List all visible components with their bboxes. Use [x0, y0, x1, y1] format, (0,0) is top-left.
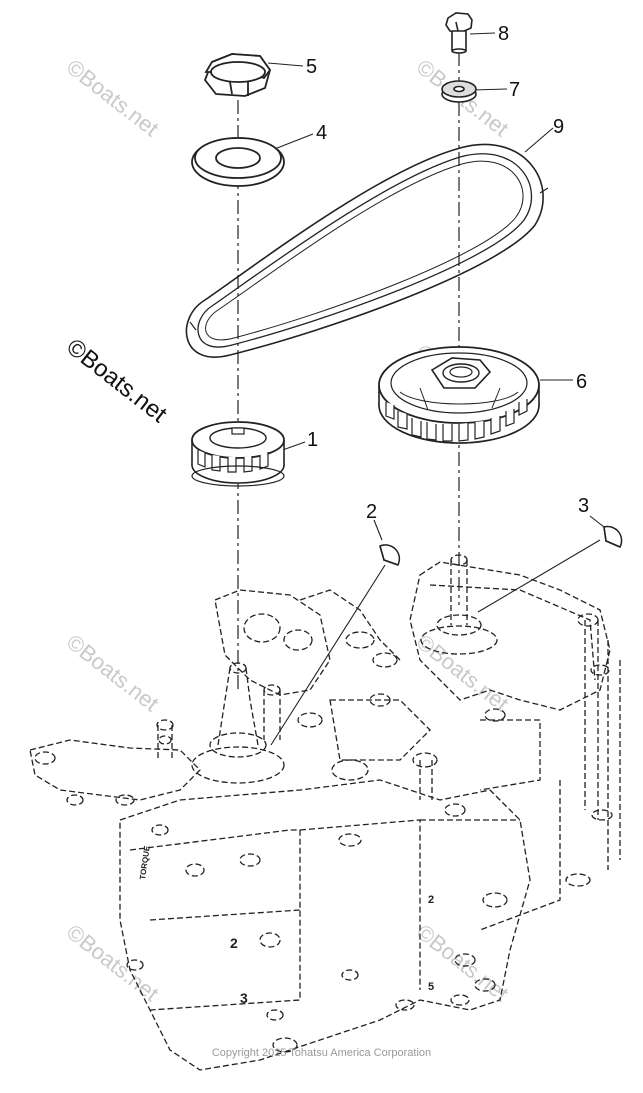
block-number-3: 3 [240, 990, 248, 1006]
callout-7: 7 [509, 79, 520, 101]
callout-8: 8 [498, 23, 509, 45]
engine-block [29, 554, 621, 1071]
center-lines [237, 52, 460, 690]
block-number-2: 2 [230, 935, 238, 951]
callout-6: 6 [576, 371, 587, 393]
sprocket-teeth [385, 399, 528, 442]
woodruff-key-left-part [379, 544, 401, 566]
block-number-2-right: 2 [428, 894, 434, 906]
timing-belt-part [185, 143, 549, 358]
engine-markings: TORQUE 2 3 2 5 [138, 845, 434, 1006]
large-sprocket-part [378, 346, 540, 444]
callout-5: 5 [306, 56, 317, 78]
callout-3: 3 [578, 495, 589, 517]
watermark-text: ©Boats.net [62, 54, 163, 141]
nut-part [203, 53, 272, 97]
callout-2: 2 [366, 501, 377, 523]
block-number-5: 5 [428, 981, 434, 993]
torque-label: TORQUE [138, 845, 152, 881]
watermark-text: ©Boats.net [412, 629, 513, 716]
small-sprocket-teeth [197, 450, 269, 473]
watermark-group: ©Boats.net ©Boats.net ©Boats.net ©Boats.… [62, 54, 513, 1006]
washer-part [441, 80, 477, 103]
watermark-text: ©Boats.net [62, 919, 163, 1006]
watermark-text: ©Boats.net [412, 919, 513, 1006]
copyright-notice: Copyright 2025 Tohatsu America Corporati… [211, 1047, 432, 1059]
bolt-part [445, 12, 473, 54]
callout-9: 9 [553, 116, 564, 138]
callout-1: 1 [307, 429, 318, 451]
callout-labels: 5 4 8 7 9 6 1 2 3 [306, 23, 589, 523]
leader-lines [267, 32, 605, 746]
watermark-main: ©Boats.net [61, 333, 172, 428]
small-sprocket-part [191, 421, 285, 487]
callout-4: 4 [316, 122, 327, 144]
woodruff-key-right-part [603, 525, 623, 548]
washer-plate-part [191, 137, 285, 187]
watermark-text: ©Boats.net [62, 629, 163, 716]
